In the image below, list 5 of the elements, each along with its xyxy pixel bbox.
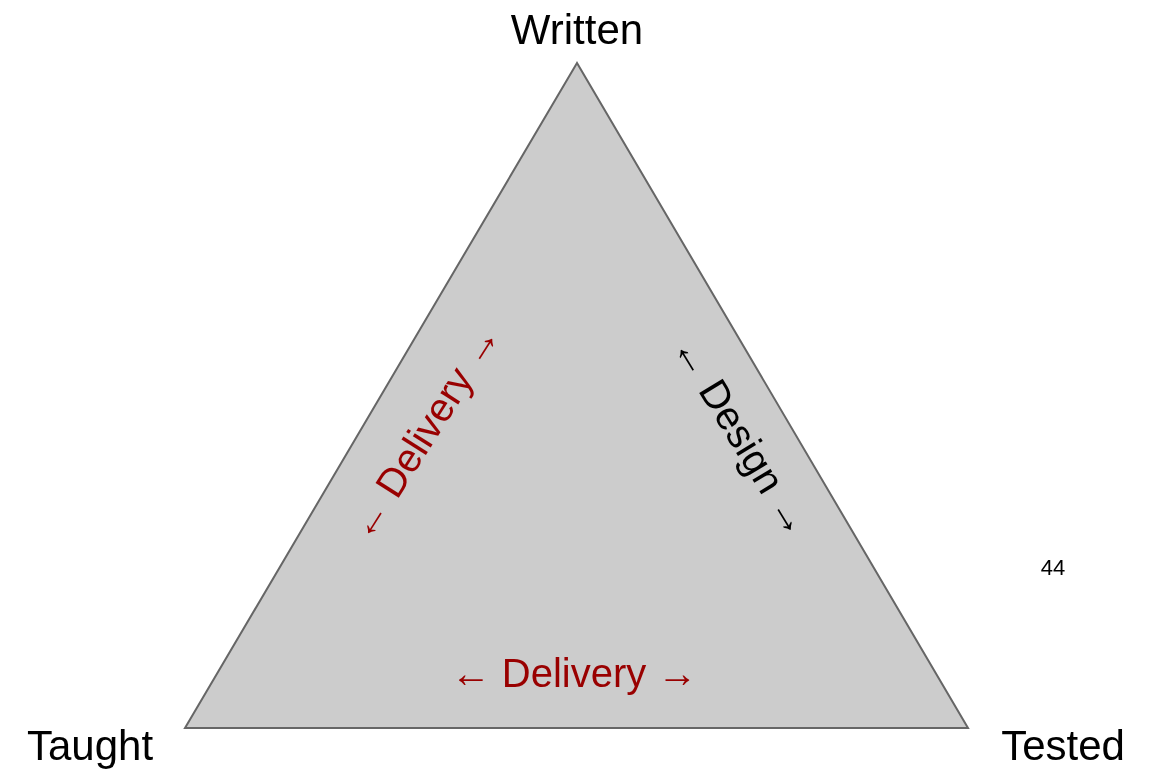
vertex-label: Tested bbox=[1001, 725, 1125, 767]
page-number: 44 bbox=[1040, 557, 1066, 579]
vertex-label: Written bbox=[510, 9, 644, 51]
side-label: ← Delivery → bbox=[450, 653, 698, 693]
vertex-label: Taught bbox=[26, 725, 154, 767]
